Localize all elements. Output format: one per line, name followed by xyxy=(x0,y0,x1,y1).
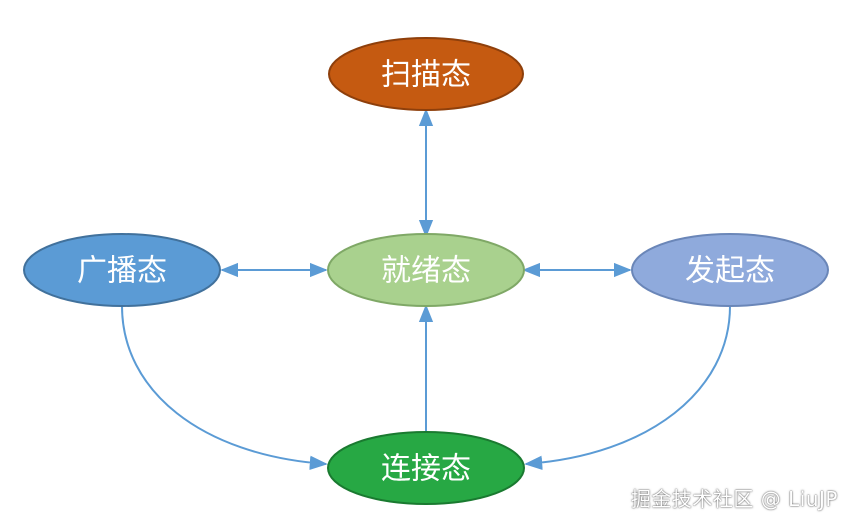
node-advertise-shape xyxy=(23,233,221,307)
watermark: 掘金技术社区 @ LiuJP xyxy=(630,487,838,511)
node-ready: 就绪态 xyxy=(327,233,525,307)
edge-initiate-connect xyxy=(524,305,731,471)
node-advertise-label: 广播态 xyxy=(77,254,167,289)
node-initiate-shape xyxy=(631,233,829,307)
node-initiate: 发起态 xyxy=(631,233,829,307)
node-scan-label: 扫描态 xyxy=(381,58,471,93)
node-ready-shape xyxy=(327,233,525,307)
edge-advertise-connect xyxy=(121,305,328,471)
node-connect: 连接态 xyxy=(327,431,525,505)
node-connect-shape xyxy=(327,431,525,505)
node-initiate-label: 发起态 xyxy=(685,254,775,289)
node-scan: 扫描态 xyxy=(328,37,524,111)
node-scan-shape xyxy=(328,37,524,111)
node-advertise: 广播态 xyxy=(23,233,221,307)
node-ready-label: 就绪态 xyxy=(381,254,471,289)
edges xyxy=(121,108,731,471)
node-connect-label: 连接态 xyxy=(381,452,471,487)
